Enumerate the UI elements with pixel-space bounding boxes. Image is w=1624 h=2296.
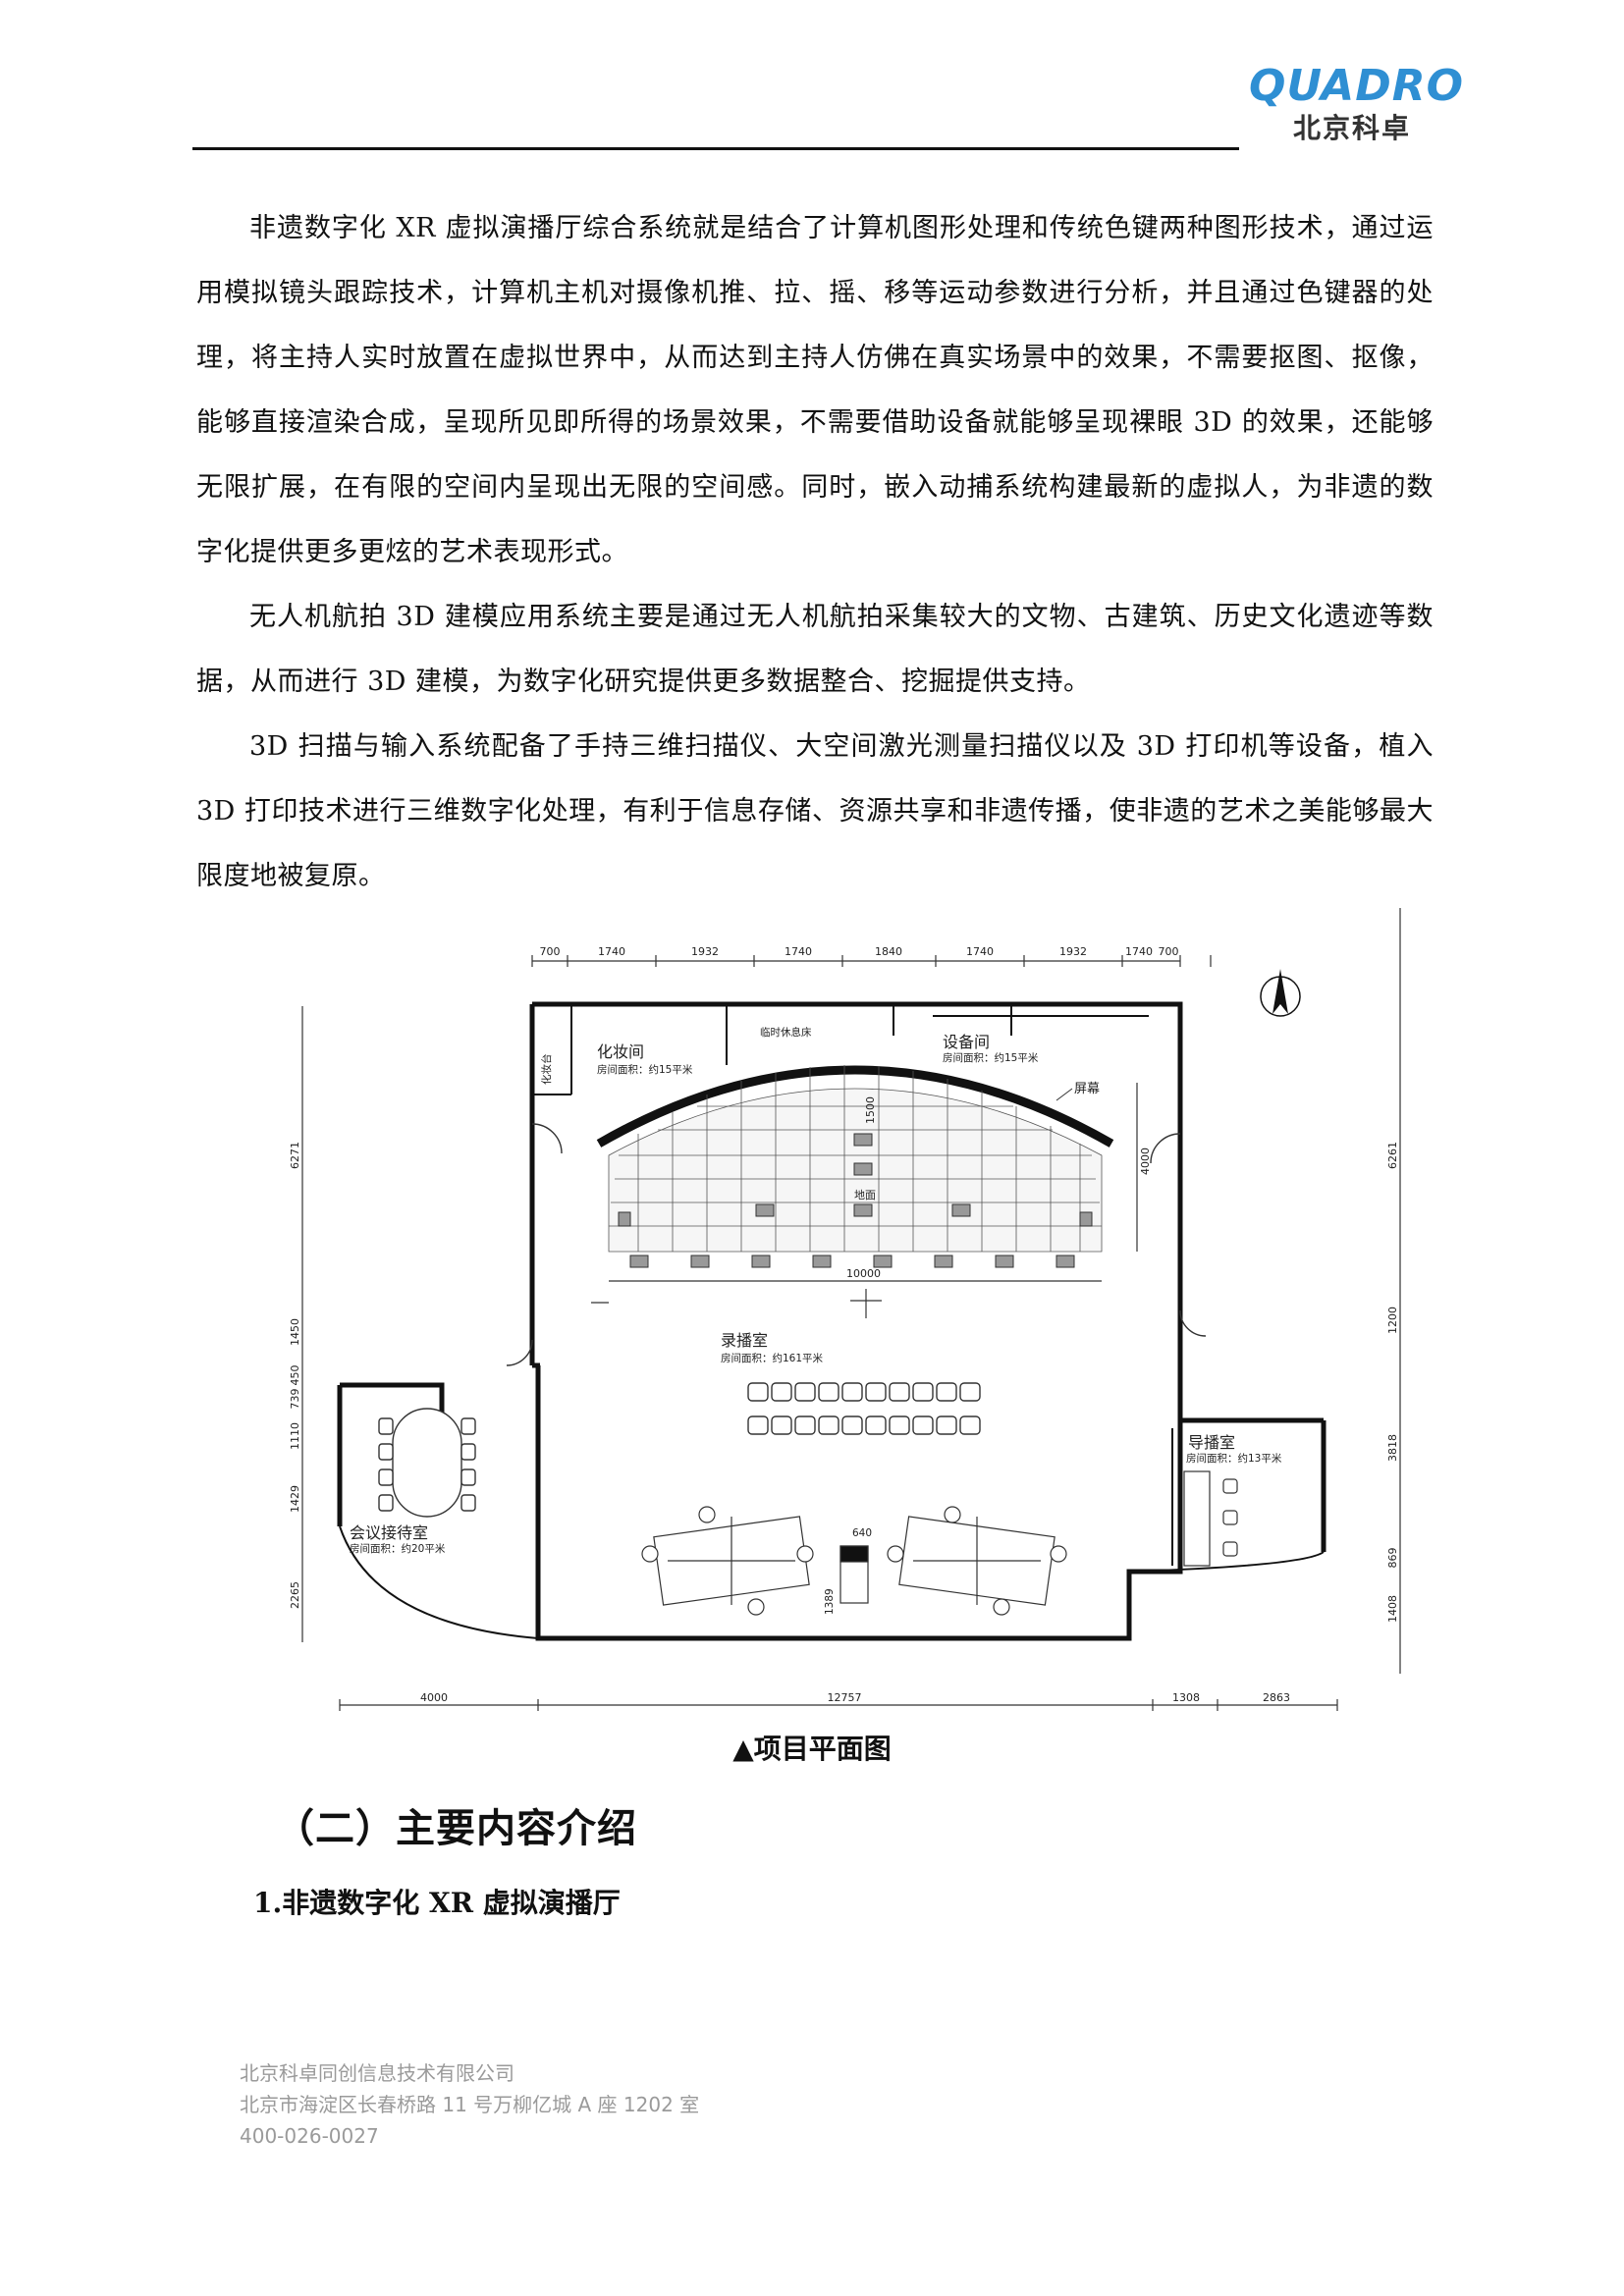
dim-top-4: 1740 bbox=[785, 945, 812, 958]
room-studio-area: 房间面积：约161平米 bbox=[721, 1352, 824, 1364]
dim-right-1: 6261 bbox=[1386, 1142, 1399, 1169]
room-makeup-name: 化妆间 bbox=[597, 1042, 644, 1061]
dim-left-2: 1450 bbox=[289, 1318, 301, 1346]
dim-top-6: 1740 bbox=[966, 945, 994, 958]
section-heading: （二）主要内容介绍 bbox=[275, 1806, 637, 1851]
screen-label: 屏幕 bbox=[1074, 1082, 1100, 1096]
dim-top-7: 1932 bbox=[1059, 945, 1087, 958]
paragraph-drone-modeling: 无人机航拍 3D 建模应用系统主要是通过无人机航拍采集较大的文物、古建筑、历史文… bbox=[196, 602, 1434, 697]
dim-stage-depth: 4000 bbox=[1139, 1148, 1152, 1175]
dim-bottom-3: 1308 bbox=[1172, 1691, 1200, 1704]
north-arrow-icon bbox=[1260, 969, 1301, 1017]
header-divider bbox=[192, 147, 1239, 150]
dim-lower-height: 1389 bbox=[824, 1588, 836, 1615]
dim-right-3: 3818 bbox=[1386, 1434, 1399, 1462]
floor-plan-drawing: 700 1740 1932 1740 1840 1740 1932 1740 7… bbox=[289, 908, 1401, 1711]
dim-right-4: 869 bbox=[1386, 1548, 1399, 1569]
room-equipment-area: 房间面积：约15平米 bbox=[943, 1051, 1039, 1064]
room-makeup-area: 房间面积：约15平米 bbox=[597, 1063, 693, 1076]
dim-top-8: 1740 bbox=[1125, 945, 1153, 958]
dim-left-1: 6271 bbox=[289, 1142, 301, 1169]
room-studio-name: 录播室 bbox=[721, 1331, 768, 1350]
stage-floor-label: 地面 bbox=[854, 1189, 876, 1201]
lounge-label: 临时休息床 bbox=[760, 1026, 812, 1039]
company-logo: QUADRO 北京科卓 bbox=[1249, 61, 1465, 159]
page-footer: 北京科卓同创信息技术有限公司 北京市海淀区长春桥路 11 号万柳亿城 A 座 1… bbox=[240, 2057, 699, 2152]
dim-stage-width: 10000 bbox=[846, 1267, 881, 1280]
dim-right-2: 1200 bbox=[1386, 1307, 1399, 1334]
dim-door-width: 640 bbox=[852, 1527, 872, 1539]
dim-top-3: 1932 bbox=[691, 945, 719, 958]
makeup-table-label: 化妆台 bbox=[540, 1054, 553, 1086]
dim-left-3: 450 bbox=[289, 1365, 301, 1386]
dim-bottom-1: 4000 bbox=[420, 1691, 448, 1704]
room-meeting-area: 房间面积：约20平米 bbox=[350, 1542, 446, 1555]
sub-heading: 1.非遗数字化 XR 虚拟演播厅 bbox=[253, 1887, 621, 1919]
dim-bottom-2: 12757 bbox=[828, 1691, 862, 1704]
dim-left-6: 1429 bbox=[289, 1485, 301, 1513]
room-equipment-name: 设备间 bbox=[943, 1033, 990, 1051]
paragraph-xr-studio: 非遗数字化 XR 虚拟演播厅综合系统就是结合了计算机图形处理和传统色键两种图形技… bbox=[196, 213, 1434, 567]
logo-subtitle: 北京科卓 bbox=[1292, 112, 1411, 144]
dim-screen-depth: 1500 bbox=[864, 1096, 877, 1124]
room-control-area: 房间面积：约13平米 bbox=[1186, 1452, 1282, 1465]
dim-left-4: 739 bbox=[289, 1389, 301, 1410]
figure-caption: ▲项目平面图 bbox=[732, 1733, 892, 1765]
floor-plan: 700 1740 1932 1740 1840 1740 1932 1740 7… bbox=[285, 898, 1414, 1713]
dim-left-7: 2265 bbox=[289, 1581, 301, 1609]
room-control-name: 导播室 bbox=[1188, 1433, 1235, 1452]
footer-address: 北京市海淀区长春桥路 11 号万柳亿城 A 座 1202 室 bbox=[240, 2093, 700, 2116]
dim-top-9: 700 bbox=[1159, 945, 1179, 958]
paragraph-3d-scanning: 3D 扫描与输入系统配备了手持三维扫描仪、大空间激光测量扫描仪以及 3D 打印机… bbox=[196, 731, 1434, 891]
room-meeting-name: 会议接待室 bbox=[350, 1523, 428, 1542]
dim-top-1: 700 bbox=[540, 945, 561, 958]
dim-top-5: 1840 bbox=[875, 945, 902, 958]
dim-right-5: 1408 bbox=[1386, 1595, 1399, 1623]
dim-left-5: 1110 bbox=[289, 1422, 301, 1450]
footer-phone: 400-026-0027 bbox=[240, 2124, 379, 2148]
dim-bottom-4: 2863 bbox=[1263, 1691, 1290, 1704]
footer-company: 北京科卓同创信息技术有限公司 bbox=[240, 2061, 514, 2085]
body-text: 非遗数字化 XR 虚拟演播厅综合系统就是结合了计算机图形处理和传统色键两种图形技… bbox=[196, 196, 1434, 909]
dim-top-2: 1740 bbox=[598, 945, 625, 958]
logo-text: QUADRO bbox=[1249, 61, 1465, 111]
